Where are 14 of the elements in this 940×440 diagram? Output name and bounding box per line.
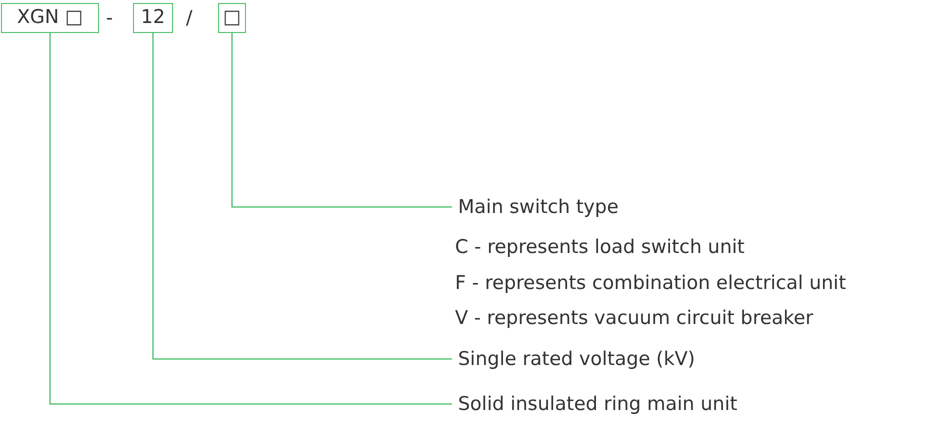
option-text: C - represents load switch unit	[455, 235, 745, 260]
separator-slash: /	[186, 6, 192, 31]
leader-line	[231, 33, 452, 208]
leader-line	[152, 33, 452, 360]
code-box: XGN □	[1, 3, 99, 33]
option-text: V - represents vacuum circuit breaker	[455, 306, 814, 331]
code-box: 12	[133, 3, 173, 33]
separator-dash: -	[106, 6, 113, 31]
description-text: Main switch type	[458, 194, 619, 220]
leader-line	[49, 33, 452, 405]
description-text: Single rated voltage (kV)	[458, 346, 695, 372]
code-box: □	[218, 3, 246, 33]
description-text: Solid insulated ring main unit	[458, 391, 738, 417]
option-text: F - represents combination electrical unit	[455, 271, 846, 296]
